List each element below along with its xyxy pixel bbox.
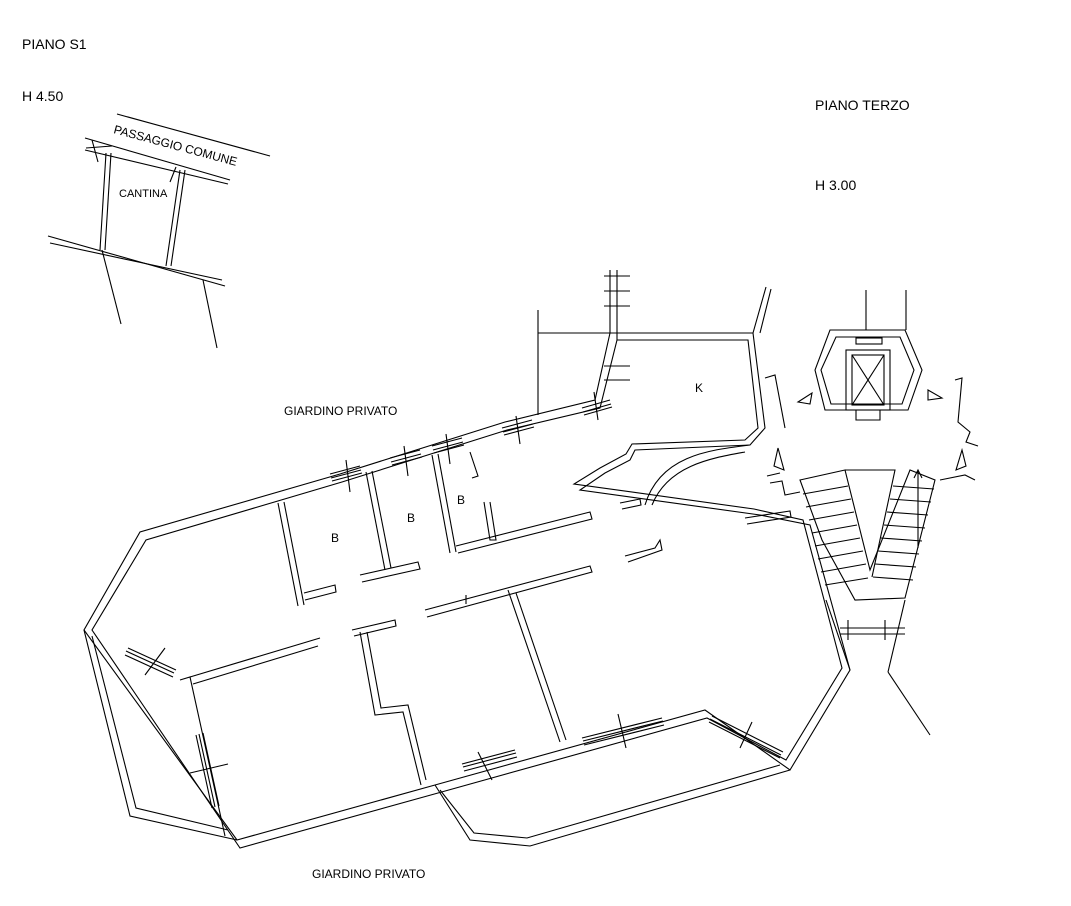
stair-left-jamb: [766, 472, 801, 496]
stair-diagonal: [887, 671, 931, 736]
window-4: [501, 415, 535, 445]
room-divider-right-inner: [515, 592, 567, 741]
bath-1-wall: [277, 502, 299, 607]
elevator-door: [855, 337, 883, 345]
window-10: [708, 715, 784, 759]
landing-right-wall: [954, 377, 979, 447]
stair-landing-wall: [744, 510, 792, 525]
window-1: [329, 459, 363, 493]
windows: [124, 275, 784, 809]
stair-arrow-right: [913, 468, 923, 548]
cellar-label: CANTINA: [119, 188, 168, 200]
bath-2-door: [359, 561, 421, 583]
outer-wall-outline: [83, 332, 851, 841]
window-8: [461, 749, 518, 781]
elevator-car: [845, 349, 891, 411]
bay-wall-inner: [439, 764, 781, 839]
stair-core: [845, 469, 896, 578]
corridor-stub-right: [624, 538, 663, 563]
elevator-top-walls: [865, 290, 907, 330]
left-wing-outer: [83, 629, 238, 841]
corridor-wall-top: [455, 511, 593, 554]
elevator-cabin: [851, 354, 885, 406]
stair-treads-right: [872, 485, 935, 581]
left-wing-partition: [179, 676, 226, 837]
common-passage-label: PASSAGGIO COMUNE: [112, 122, 238, 168]
floor-third-label: PIANO TERZO: [815, 97, 910, 113]
height-third-label: H 3.00: [815, 177, 856, 193]
elevator-outer: [814, 329, 923, 411]
elevator-base: [855, 410, 881, 421]
window-9: [581, 713, 665, 749]
kitchen-curve-inner: [651, 451, 746, 506]
floor-basement-label: PIANO S1: [22, 36, 87, 52]
apartment-walls: [83, 270, 851, 849]
window-top-ticks: [604, 275, 630, 381]
stair-side-lines: [825, 599, 906, 673]
private-garden-top-label: GIARDINO PRIVATO: [284, 404, 397, 418]
kitchen-label: K: [695, 381, 703, 395]
room-divider-left: [359, 631, 422, 786]
window-5: [581, 391, 613, 421]
elevator-inner: [820, 336, 915, 405]
window-7: [189, 732, 229, 809]
bath-1-door: [303, 584, 337, 601]
bath-2-wall: [365, 471, 386, 571]
height-basement-label: H 4.50: [22, 88, 63, 104]
inner-wall-outline: [91, 339, 843, 849]
landing-arrow-left: [796, 391, 813, 405]
bath-1-label: B: [331, 531, 339, 545]
bath-2-wall-inner: [371, 470, 392, 569]
top-wall-upper: [609, 270, 618, 340]
bath-3-stub: [483, 501, 497, 541]
elevator: [773, 290, 979, 471]
private-garden-bottom-label: GIARDINO PRIVATO: [312, 867, 425, 881]
staircase: [766, 468, 976, 736]
room-divider-left-inner: [366, 631, 427, 781]
kitchen-stub: [619, 498, 642, 510]
stair-right-jamb: [939, 474, 976, 481]
left-room-wall: [189, 637, 321, 678]
stair-threshold: [840, 620, 905, 640]
bath-1-wall-inner: [283, 501, 305, 606]
room-divider-right: [507, 589, 561, 743]
stair-outline: [799, 469, 936, 601]
bath-3-wall: [431, 454, 451, 554]
kitchen-curve: [644, 444, 751, 506]
landing-arrow-right: [927, 389, 944, 401]
top-wall-right: [752, 286, 772, 334]
kitchen-window-jamb: [764, 374, 786, 429]
bath-3-wall-inner: [437, 453, 457, 553]
bath-2-label: B: [407, 511, 415, 525]
landing-arrow-down-right: [955, 447, 967, 471]
window-3: [431, 433, 465, 465]
left-wing-inner: [91, 635, 229, 831]
landing-arrow-down-left: [773, 447, 785, 471]
window-6: [124, 647, 177, 678]
corridor-wall-left: [351, 619, 397, 637]
bath-3-label: B: [457, 493, 465, 507]
bath-3-notch: [469, 451, 479, 479]
window-2: [389, 445, 423, 477]
stair-treads-left: [802, 485, 869, 586]
bay-wall-outer: [434, 769, 791, 847]
left-room-wall-inner: [192, 645, 319, 685]
cellar-plan: [47, 113, 271, 349]
